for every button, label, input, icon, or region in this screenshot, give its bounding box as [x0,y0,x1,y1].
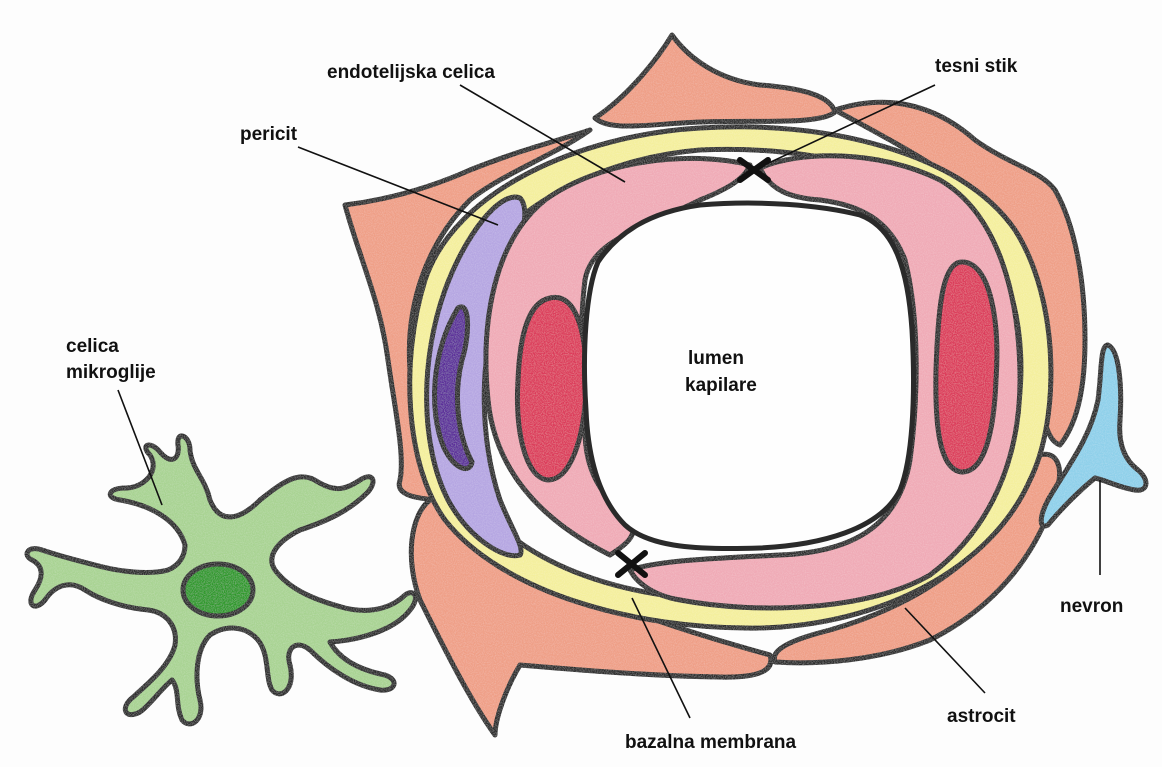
endothelial-nucleus-right [936,262,997,472]
label-lumen-line1: lumen [688,348,744,369]
label-microglia-line1: celica [66,336,119,357]
label-endothelial-cell: endotelijska celica [327,62,495,83]
label-microglia-line2: mikroglije [66,362,156,383]
label-lumen-line2: kapilare [685,375,757,396]
label-tight-junction: tesni stik [935,56,1018,77]
label-pericyte: pericit [240,124,298,145]
microglia-nucleus [183,564,253,616]
label-neuron: nevron [1060,596,1123,617]
label-basal-membrane: bazalna membrana [625,732,796,753]
label-astrocyte: astrocit [947,706,1016,727]
endothelial-nucleus-left [517,297,586,480]
